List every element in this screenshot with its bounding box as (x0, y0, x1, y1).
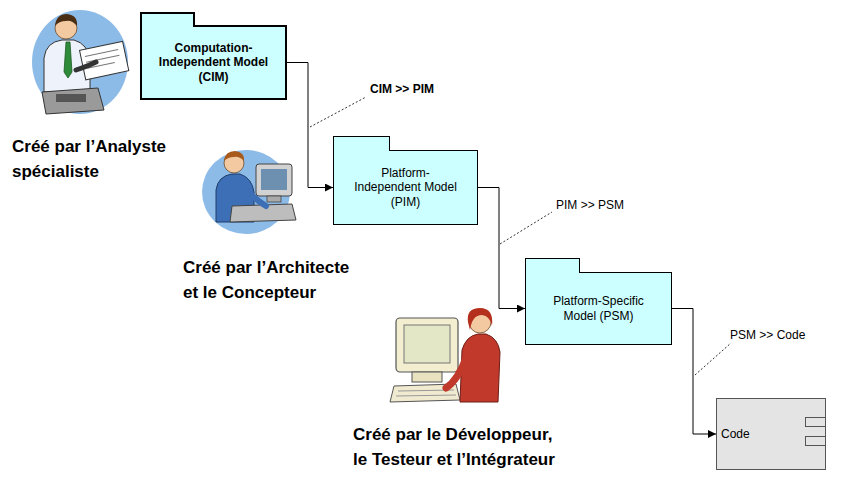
analyst-figure-part (64, 42, 72, 78)
node-label: Platform- Independent Model (PIM) (351, 166, 461, 209)
code-component: Code (716, 398, 826, 470)
transformation-arrow (287, 63, 333, 188)
leader-lines-part (500, 212, 552, 244)
developer-figure-part (468, 308, 493, 330)
analyst-figure-part (76, 62, 96, 70)
package-tab (525, 258, 580, 273)
transformation-label: PSM >> Code (728, 328, 807, 342)
analyst-figure-part (56, 94, 86, 102)
leader-lines-part (695, 343, 731, 375)
architect-figure-part (267, 196, 281, 202)
analyst-figure-part-part (80, 41, 129, 79)
node-label: Platform-Specific Model (PSM) (544, 294, 654, 323)
leader-lines (310, 97, 731, 375)
developer-figure (390, 308, 500, 402)
node-label: Computation- Independent Model (CIM) (151, 41, 276, 84)
architect-figure (202, 150, 296, 234)
analyst-figure-part-part (86, 55, 119, 62)
architect-figure-part (256, 164, 292, 196)
analyst-figure-part (42, 88, 104, 114)
node-label: Code (721, 427, 750, 441)
model-package: Platform- Independent Model (PIM) (333, 150, 478, 225)
developer-figure-part (460, 334, 500, 402)
analyst-figure (32, 10, 129, 114)
architect-figure-part (224, 151, 244, 161)
package-tab (333, 136, 390, 151)
developer-figure-part (396, 395, 456, 396)
role-caption: Créé par le Développeur, le Testeur et l… (353, 422, 567, 472)
leader-lines-part (310, 97, 366, 127)
developer-figure-part (446, 358, 466, 388)
developer-figure-part (404, 325, 450, 363)
component-port (805, 417, 826, 427)
analyst-figure-part (55, 14, 77, 26)
transformation-arrow (478, 188, 525, 309)
transformation-label: CIM >> PIM (368, 82, 436, 96)
architect-figure-part (261, 169, 287, 190)
model-package: Computation- Independent Model (CIM) (140, 25, 287, 100)
package-tab (140, 12, 195, 27)
model-package: Platform-Specific Model (PSM) (525, 272, 672, 345)
developer-figure-part (396, 318, 458, 372)
analyst-figure-part (32, 10, 128, 114)
component-port (805, 436, 826, 446)
role-caption: Créé par l’Analyste spécialiste (12, 134, 184, 184)
analyst-figure-part-part (85, 49, 118, 56)
architect-figure-part (244, 188, 266, 206)
analyst-figure-part (80, 41, 129, 79)
role-caption: Créé par l’Architecte et le Concepteur (183, 255, 363, 305)
developer-figure-part (412, 372, 442, 382)
transformation-arrow (672, 309, 716, 435)
transformation-label: PIM >> PSM (554, 198, 626, 212)
